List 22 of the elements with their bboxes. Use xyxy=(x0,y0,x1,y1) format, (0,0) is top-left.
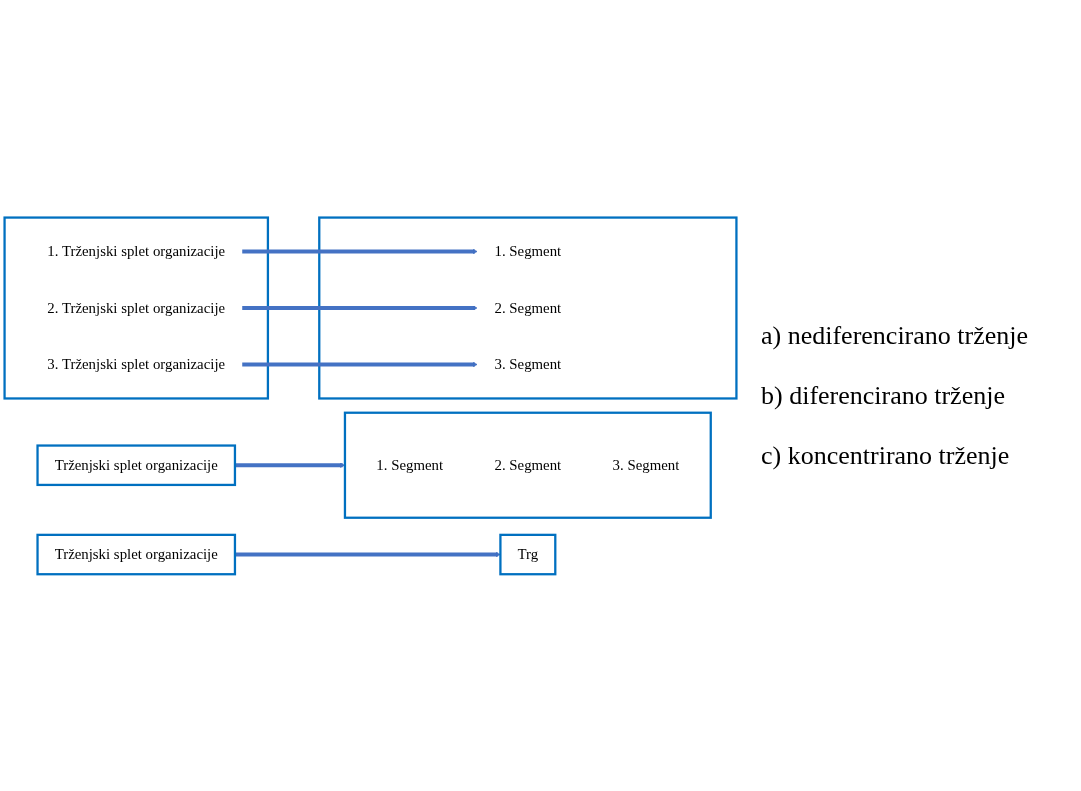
node-text: 1. Segment xyxy=(494,242,562,260)
node-text: 3. Trženjski splet organizacije xyxy=(47,355,226,373)
caption-label: c) koncentrirano trženje xyxy=(761,440,1011,471)
arrow xyxy=(242,361,478,367)
node-text: 3. Segment xyxy=(494,355,562,373)
node-box: Trg xyxy=(499,533,557,575)
arrow xyxy=(234,551,501,557)
node-text: 2. Segment xyxy=(494,456,562,474)
arrow xyxy=(242,305,478,311)
caption-label: b) diferencirano trženje xyxy=(761,380,1006,411)
cluster xyxy=(318,216,738,400)
cluster xyxy=(3,216,270,400)
caption-label: a) nediferencirano trženje xyxy=(761,320,1030,351)
node-box: Trženjski splet organizacije xyxy=(36,533,237,575)
node-box: Trženjski splet organizacije xyxy=(36,444,237,486)
node-text: 3. Segment xyxy=(612,456,680,474)
node-text: 2. Segment xyxy=(494,299,562,316)
arrow xyxy=(242,248,478,254)
node-text: 1. Segment xyxy=(376,456,444,474)
node-text: 1. Trženjski splet organizacije xyxy=(47,242,226,260)
cluster xyxy=(343,411,712,519)
node-text: 2. Trženjski splet organizacije xyxy=(47,299,226,316)
